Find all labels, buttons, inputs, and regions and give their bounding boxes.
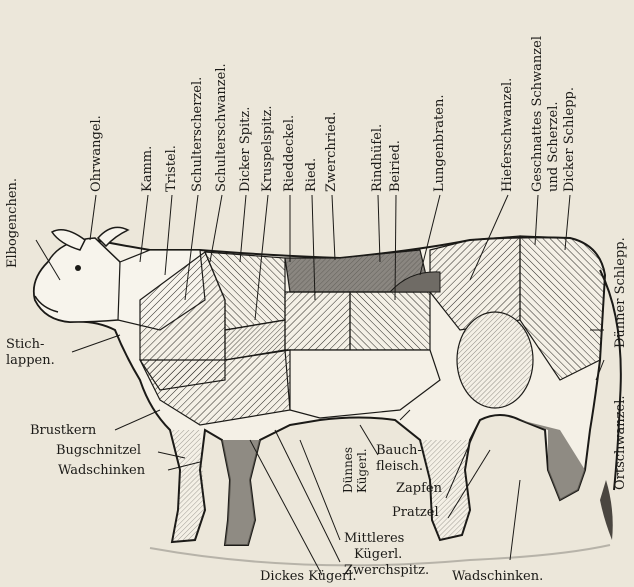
label-kruspelspitz: Kruspelspitz. <box>261 106 274 193</box>
label-hieferschwanzel: Hieferschwanzel. <box>501 78 514 192</box>
region-ried <box>285 292 350 350</box>
label-zwerchspitz: Zwerchspitz. <box>344 564 429 577</box>
label-geschnattes-2: und Scherzel. <box>547 102 560 193</box>
label-duenner-schlepp: Dünner Schlepp. <box>614 237 627 348</box>
region-zapfen-hatch <box>457 312 533 408</box>
label-kuegerl: Kügerl. <box>356 448 368 493</box>
label-wadschinken-back: Wadschinken. <box>452 570 543 583</box>
label-ortschwanzel: Ortschwanzel. <box>614 395 627 490</box>
label-pratzel: Pratzel <box>392 506 439 519</box>
label-mittleres-2: Kügerl. <box>354 548 402 561</box>
head <box>34 238 122 322</box>
label-zapfen: Zapfen <box>396 482 442 495</box>
label-beiried: Beiried. <box>389 140 402 192</box>
label-geschnattes-1: Geschnattes Schwanzel <box>531 36 544 192</box>
label-dicker-spitz: Dicker Spitz. <box>239 107 252 192</box>
label-stich-1: Stich- <box>6 338 44 351</box>
label-dicker-schlepp: Dicker Schlepp. <box>563 87 576 192</box>
label-elbogenchen: Elbogenchen. <box>6 178 19 268</box>
label-ried: Ried. <box>305 158 318 192</box>
tail-tuft <box>600 480 613 540</box>
label-lungenbraten: Lungenbraten. <box>433 95 446 192</box>
label-wadschinken-front: Wadschinken <box>58 464 145 477</box>
label-schulterschwanzel: Schulterschwanzel. <box>215 63 228 192</box>
leg-front-left <box>170 430 205 542</box>
label-bauch-2: fleisch. <box>376 460 423 473</box>
eye <box>75 265 81 271</box>
label-mittleres-1: Mittleres <box>344 532 404 545</box>
label-schulterscherzel: Schulterscherzel. <box>191 77 204 192</box>
label-rindhufel: Rindhüfel. <box>371 124 384 192</box>
label-tristel: Tristel. <box>165 145 178 192</box>
label-ohrwangel: Ohrwangel. <box>90 115 103 192</box>
leg-front-right <box>222 440 260 545</box>
label-bauch-1: Bauch- <box>376 444 422 457</box>
label-brustkern: Brustkern <box>30 424 96 437</box>
label-dickes-kuegerl: Dickes Kügerl. <box>260 570 357 583</box>
label-kamm: Kamm. <box>141 146 154 192</box>
label-zwerchried: Zwerchried. <box>325 112 338 192</box>
label-stich-2: lappen. <box>6 354 55 367</box>
region-beiried <box>350 292 430 350</box>
label-rieddeckel: Rieddeckel. <box>283 115 296 192</box>
label-bugschnitzel: Bugschnitzel <box>56 444 141 457</box>
label-duennes: Dünnes <box>342 447 354 493</box>
